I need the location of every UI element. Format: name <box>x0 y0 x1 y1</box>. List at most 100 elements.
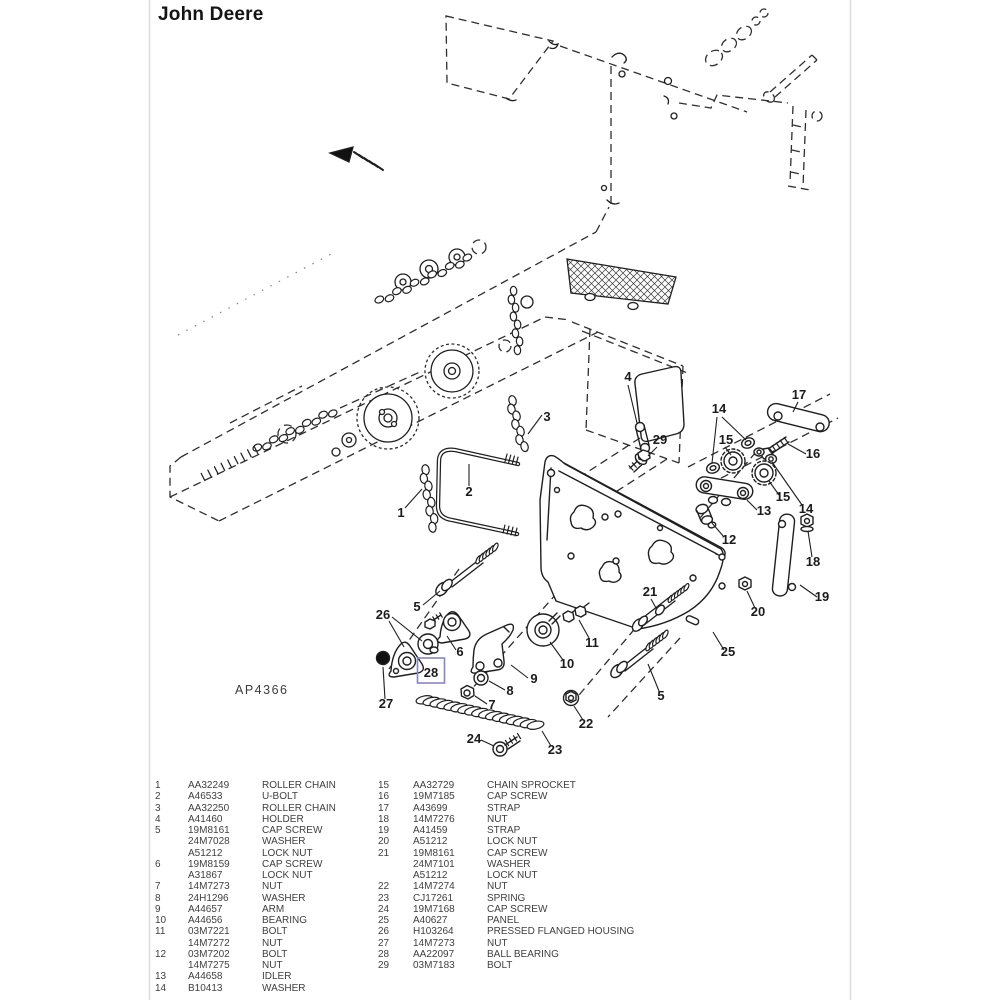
callout-15: 15 <box>719 432 733 447</box>
callout-9: 9 <box>530 671 537 686</box>
callout-29: 29 <box>653 432 667 447</box>
drawing-number-label: AP4366 <box>235 683 289 697</box>
callout-labels: 1234556789101112131414151516171819202122… <box>376 369 829 757</box>
callout-8: 8 <box>506 683 513 698</box>
drive-train-details <box>200 40 678 482</box>
part-cap-screw-21 <box>631 595 676 632</box>
part-nut-27 <box>375 650 391 666</box>
callout-7: 7 <box>488 697 495 712</box>
part-ball-bearing-28 <box>417 633 439 655</box>
callout-21: 21 <box>643 584 657 599</box>
callout-25: 25 <box>721 644 735 659</box>
callout-28: 28 <box>424 665 438 680</box>
highlight-box-28 <box>416 657 446 684</box>
callout-12: 12 <box>722 532 736 547</box>
callout-5: 5 <box>657 688 664 703</box>
part-washer-sprocket-cluster <box>705 437 778 486</box>
part-lock-nut-20 <box>738 576 752 591</box>
part-nut-7 <box>460 684 475 700</box>
callout-1: 1 <box>397 505 404 520</box>
callout-13: 13 <box>757 503 771 518</box>
part-idler-bracket-13 <box>695 476 754 507</box>
callout-26: 26 <box>376 607 390 622</box>
callout-15: 15 <box>776 489 790 504</box>
part-holder-4 <box>634 365 685 454</box>
callout-18: 18 <box>806 554 820 569</box>
callout-6: 6 <box>456 644 463 659</box>
callout-4: 4 <box>624 369 632 384</box>
callout-leader-lines <box>382 384 818 747</box>
callout-14: 14 <box>712 401 727 416</box>
callout-11: 11 <box>585 635 599 650</box>
part-bolt-29 <box>629 449 651 473</box>
part-washer-8 <box>473 670 489 686</box>
part-bearing-10 <box>526 612 561 647</box>
callout-22: 22 <box>579 716 593 731</box>
direction-arrow-icon <box>328 146 384 171</box>
callout-23: 23 <box>548 742 562 757</box>
part-pressed-housing-26 <box>388 641 425 678</box>
part-u-bolt-2 <box>435 447 521 537</box>
part-bolts-11 <box>562 602 590 623</box>
callout-14: 14 <box>799 501 814 516</box>
callout-27: 27 <box>379 696 393 711</box>
callout-16: 16 <box>806 446 820 461</box>
part-cap-screw-5-left <box>435 558 484 597</box>
callout-3: 3 <box>543 409 550 424</box>
part-panel-25 <box>539 454 726 630</box>
page-title: John Deere <box>158 4 264 25</box>
callout-5: 5 <box>413 599 420 614</box>
part-bolt-12 <box>695 503 717 529</box>
callout-24: 24 <box>467 731 482 746</box>
part-nut-18 <box>800 513 814 533</box>
callout-17: 17 <box>792 387 806 402</box>
part-nut-22 <box>562 689 580 707</box>
callout-10: 10 <box>560 656 574 671</box>
phantom-machine-outline <box>169 8 839 718</box>
callout-2: 2 <box>465 484 472 499</box>
exploded-parts <box>375 365 830 757</box>
part-strap-19 <box>771 513 797 597</box>
hatched-roller <box>566 258 677 311</box>
part-arm-9 <box>470 623 515 674</box>
callout-20: 20 <box>751 604 765 619</box>
part-flange-6 <box>424 611 471 644</box>
part-strap-17 <box>766 402 830 433</box>
